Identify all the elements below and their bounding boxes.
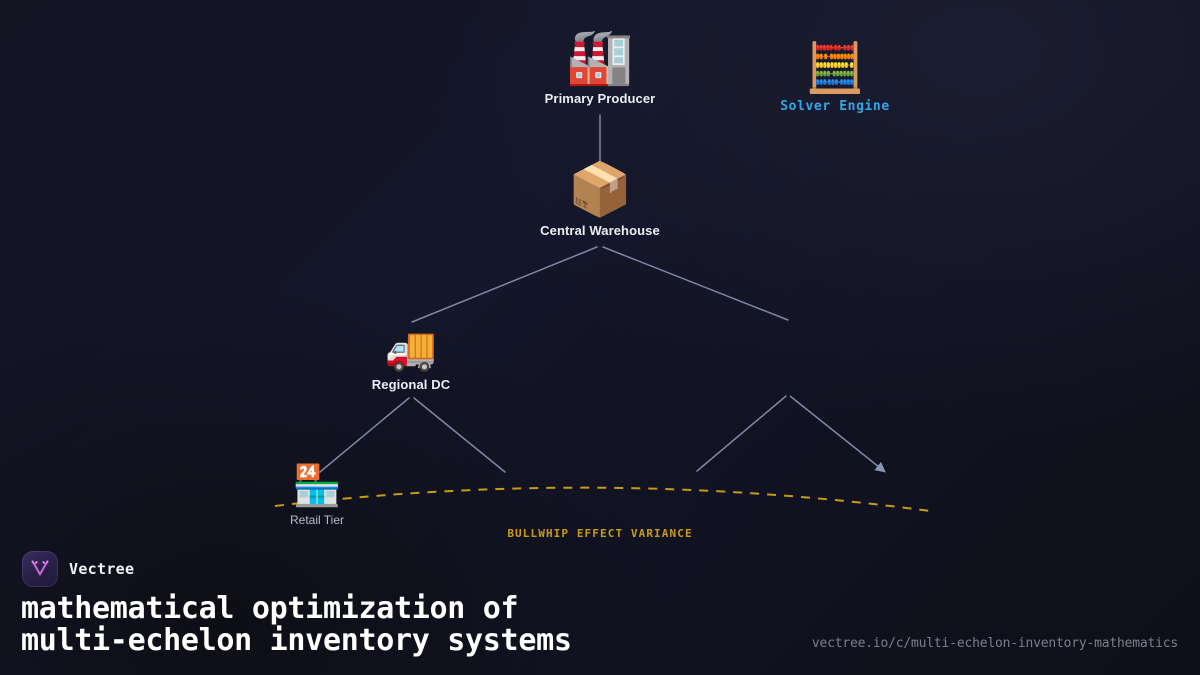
edge-warehouse-regional [411,246,598,323]
factory-icon: 🏭 [566,25,634,88]
page-url: vectree.io/c/multi-echelon-inventory-mat… [811,636,1178,651]
node-label-regional-dc: Regional DC [371,377,451,392]
node-solver-engine[interactable]: 🧮 Solver Engine [780,44,890,114]
edge-regional-lower-mid [413,397,506,473]
node-label-central-warehouse: Central Warehouse [540,223,660,238]
abacus-icon: 🧮 [805,40,865,96]
node-label-solver-engine: Solver Engine [780,99,890,114]
delivery-truck-icon: 🚚 [384,324,438,373]
node-label-retail-tier: Retail Tier [289,513,345,527]
edge-warehouse-right-hub [602,246,789,321]
brand-lockup[interactable]: Vectree [22,551,134,587]
node-central-warehouse[interactable]: 📦 Central Warehouse [540,164,660,238]
headline: mathematical optimization of multi-echel… [21,591,572,659]
edge-regional-retail [319,397,410,473]
headline-line-1: mathematical optimization of [21,591,519,626]
bullwhip-effect-variance-label: BULLWHIP EFFECT VARIANCE [507,527,693,540]
node-regional-dc[interactable]: 🚚 Regional DC [371,324,451,393]
vectree-tree-logo-icon [22,551,58,587]
edge-right-hub-lower-left [696,395,787,472]
node-label-primary-producer: Primary Producer [544,91,656,106]
footer-bar: Vectree mathematical optimization of mul… [0,545,1200,675]
node-primary-producer[interactable]: 🏭 Primary Producer [544,25,656,107]
node-retail-tier[interactable]: 🏪 Retail Tier [290,466,344,527]
headline-line-2: multi-echelon inventory systems [21,623,572,659]
bullwhip-variance-curve [274,486,931,512]
edge-right-hub-arrow [789,395,886,473]
brand-name: Vectree [69,560,135,578]
package-box-icon: 📦 [567,160,633,220]
convenience-store-icon: 🏪 [292,463,342,509]
